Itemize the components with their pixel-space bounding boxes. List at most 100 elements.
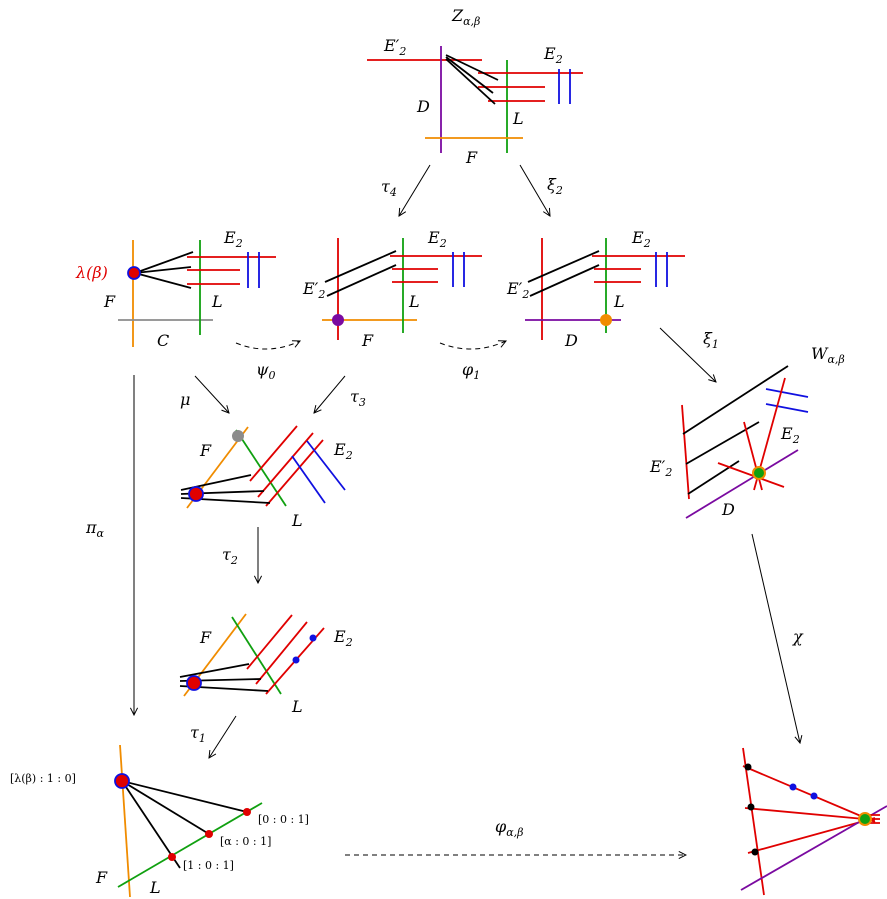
mu-arrow bbox=[194, 375, 229, 413]
black-line-2 bbox=[685, 421, 760, 465]
red-blue-point bbox=[188, 486, 204, 502]
l-label: L bbox=[291, 697, 303, 716]
phi1-label: φ1 bbox=[462, 360, 480, 382]
black-line-1 bbox=[134, 251, 194, 274]
c-label: C bbox=[157, 331, 169, 350]
red-line-top bbox=[742, 765, 876, 823]
xi2-arrow bbox=[519, 164, 550, 216]
lambda-point-label: [λ(β) : 1 : 0] bbox=[10, 772, 76, 785]
red-vertical-line bbox=[742, 747, 765, 896]
f-label: F bbox=[199, 441, 212, 460]
blue-point-2 bbox=[292, 656, 300, 664]
l-label: L bbox=[291, 511, 303, 530]
pi-alpha-label: πα bbox=[85, 518, 105, 540]
red-line-1 bbox=[246, 614, 293, 670]
p001-point-label: [0 : 0 : 1] bbox=[258, 813, 309, 826]
black-line-1 bbox=[445, 54, 499, 81]
black-line-2 bbox=[529, 264, 600, 297]
e2-label: E2 bbox=[780, 424, 800, 446]
middle-surface-node: E2 E′2 L F bbox=[302, 228, 482, 350]
p101-point-label: [1 : 0 : 1] bbox=[183, 859, 234, 872]
e2-label: E2 bbox=[223, 228, 243, 250]
lambda-point bbox=[127, 266, 141, 280]
lambda-label: λ(β) bbox=[75, 263, 108, 282]
blue-point-1 bbox=[789, 783, 797, 791]
w-title: Wα,β bbox=[811, 344, 845, 366]
black-line-2 bbox=[326, 264, 397, 297]
l-label: L bbox=[149, 878, 161, 897]
tau1-arrow bbox=[209, 715, 237, 758]
f-label: F bbox=[361, 331, 374, 350]
black-line-1 bbox=[324, 250, 397, 283]
e2-label: E2 bbox=[543, 44, 563, 66]
red-line-3 bbox=[265, 439, 324, 507]
red-ray-2 bbox=[717, 462, 785, 488]
black-line-3 bbox=[445, 58, 496, 105]
z-alpha-beta-node: Zα,β E′2 E2 D L F bbox=[367, 6, 583, 167]
right-surface-node: E2 E′2 L D bbox=[506, 228, 685, 350]
tau4-label: τ4 bbox=[381, 177, 397, 199]
psi0-label: ψ0 bbox=[256, 360, 276, 382]
blue-line-1 bbox=[765, 388, 809, 398]
palpha-point-label: [α : 0 : 1] bbox=[220, 835, 271, 848]
w-alpha-beta-node: Wα,β E2 E′2 D bbox=[649, 344, 845, 519]
tau4-arrow bbox=[399, 164, 431, 216]
p001-point bbox=[243, 808, 251, 816]
l-label: L bbox=[512, 109, 524, 128]
lambda-point bbox=[114, 773, 130, 789]
blue-line-2 bbox=[765, 403, 809, 413]
f-label: F bbox=[95, 868, 108, 887]
chi-arrow bbox=[751, 533, 800, 743]
e2-label: E2 bbox=[333, 440, 353, 462]
black-line-2 bbox=[445, 56, 494, 94]
blue-line-1 bbox=[306, 440, 346, 491]
red-left-line bbox=[681, 404, 690, 500]
red-blue-point bbox=[186, 675, 202, 691]
red-line-2 bbox=[255, 621, 308, 685]
red-line-2 bbox=[257, 432, 314, 498]
tau1-label: τ1 bbox=[190, 723, 206, 745]
purple-point bbox=[332, 314, 344, 326]
black-line-2 bbox=[121, 780, 210, 835]
xi2-label: ξ2 bbox=[547, 175, 563, 197]
phi-alpha-beta-label: φα,β bbox=[495, 817, 524, 839]
green-orange-point bbox=[752, 466, 766, 480]
d-label: D bbox=[721, 500, 735, 519]
red-line-mid bbox=[744, 807, 876, 821]
e2-prime-label: E′2 bbox=[302, 279, 325, 301]
black-point-3 bbox=[751, 848, 759, 856]
e2-prime-label: E′2 bbox=[649, 457, 672, 479]
tau2-label: τ2 bbox=[222, 545, 238, 567]
f-label: F bbox=[103, 292, 116, 311]
black-line-1 bbox=[121, 780, 248, 813]
palpha-point bbox=[205, 830, 213, 838]
chi-label: χ bbox=[792, 627, 804, 646]
blue-point-2 bbox=[810, 792, 818, 800]
black-point-2 bbox=[747, 803, 755, 811]
red-line-low bbox=[747, 817, 876, 854]
e2-label: E2 bbox=[427, 228, 447, 250]
black-line-1 bbox=[527, 250, 600, 283]
e2-label: E2 bbox=[333, 627, 353, 649]
phi1-dashed-arrow bbox=[439, 341, 506, 350]
e2-label: E2 bbox=[631, 228, 651, 250]
xi1-label: ξ1 bbox=[703, 329, 719, 351]
f-label: F bbox=[465, 148, 478, 167]
black-line-1 bbox=[179, 663, 250, 678]
p101-point bbox=[168, 853, 176, 861]
gray-point bbox=[232, 430, 244, 442]
red-line-1 bbox=[249, 425, 298, 482]
orange-point bbox=[600, 314, 612, 326]
tau3-arrow bbox=[314, 375, 346, 413]
l-label: L bbox=[211, 292, 223, 311]
black-line-1 bbox=[682, 365, 789, 435]
plane-left-node: [λ(β) : 1 : 0] [0 : 0 : 1] [α : 0 : 1] [… bbox=[10, 744, 309, 898]
z-title: Zα,β bbox=[451, 6, 480, 28]
d-label: D bbox=[564, 331, 578, 350]
mu-label: μ bbox=[180, 390, 190, 409]
e2-prime-label: E′2 bbox=[383, 36, 406, 58]
green-orange-point bbox=[858, 812, 872, 826]
psi0-dashed-arrow bbox=[235, 341, 300, 350]
e2-prime-label: E′2 bbox=[506, 279, 529, 301]
